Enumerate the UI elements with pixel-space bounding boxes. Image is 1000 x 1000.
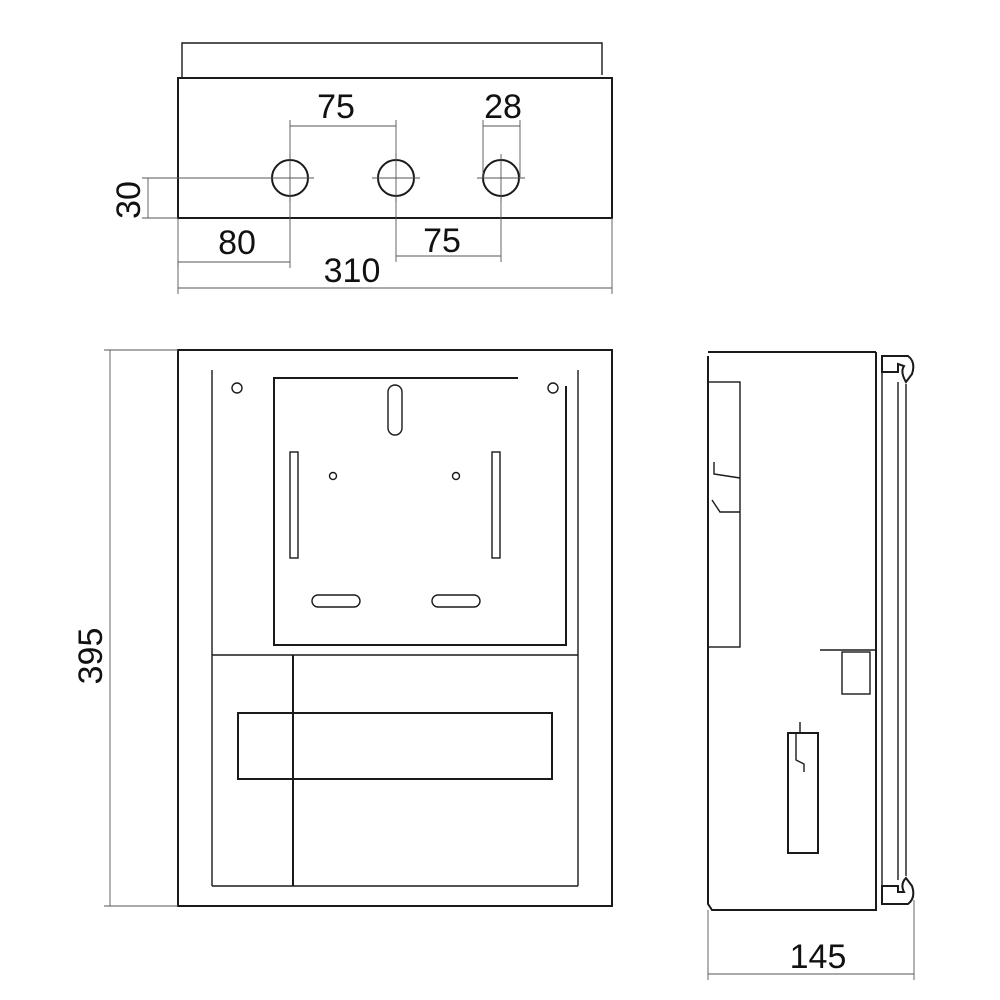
dim-depth: 145	[707, 900, 915, 980]
cable-entry-hole-3	[477, 154, 525, 202]
dim-label-overall-width: 310	[324, 252, 381, 290]
dim-hole-diameter: 28	[482, 88, 522, 178]
dim-overall-height: 395	[72, 349, 178, 907]
front-view-outer-frame	[177, 349, 613, 907]
dim-hole-spacing-right: 75	[395, 196, 502, 262]
plate-hole-left	[328, 471, 338, 481]
dim-hole-spacing-left: 75	[289, 88, 397, 160]
dim-overall-width: 310	[177, 218, 613, 294]
side-terminal-block	[841, 651, 871, 695]
front-view: 395	[72, 349, 613, 907]
dim-hole-offset-height: 30	[110, 177, 272, 219]
top-view-body	[177, 77, 613, 219]
top-view: 75 28 30 80 75	[110, 42, 613, 294]
side-rail-bracket	[711, 462, 741, 513]
side-view: 145	[707, 351, 915, 980]
mounting-hole-left	[231, 382, 243, 394]
mounting-hole-right	[547, 382, 559, 394]
slot-bottom-left	[311, 594, 361, 608]
dim-label-hole-diameter: 28	[484, 88, 522, 126]
slot-top	[387, 384, 403, 436]
cable-entry-hole-1	[266, 154, 314, 202]
dim-label-left-offset: 80	[218, 224, 256, 262]
dim-left-offset: 80	[177, 196, 291, 268]
dim-label-hole-spacing-left: 75	[317, 88, 355, 126]
cable-entry-hole-2	[372, 154, 420, 202]
side-breaker	[787, 732, 819, 854]
dim-label-hole-offset-height: 30	[110, 181, 148, 219]
slot-bottom-right	[431, 594, 481, 608]
plate-hole-right	[451, 471, 461, 481]
slot-left-vertical	[289, 451, 299, 559]
side-view-door	[881, 355, 915, 905]
meter-mounting-plate	[273, 377, 567, 646]
dim-label-hole-spacing-right: 75	[423, 222, 461, 260]
side-din-rail	[707, 381, 741, 648]
dim-label-overall-height: 395	[72, 628, 110, 685]
slot-right-vertical	[491, 451, 501, 559]
dim-label-depth: 145	[790, 938, 847, 976]
side-breaker-clip	[795, 722, 805, 772]
breaker-window	[237, 712, 553, 780]
top-view-lid	[181, 42, 603, 78]
side-view-body-left	[707, 356, 877, 911]
